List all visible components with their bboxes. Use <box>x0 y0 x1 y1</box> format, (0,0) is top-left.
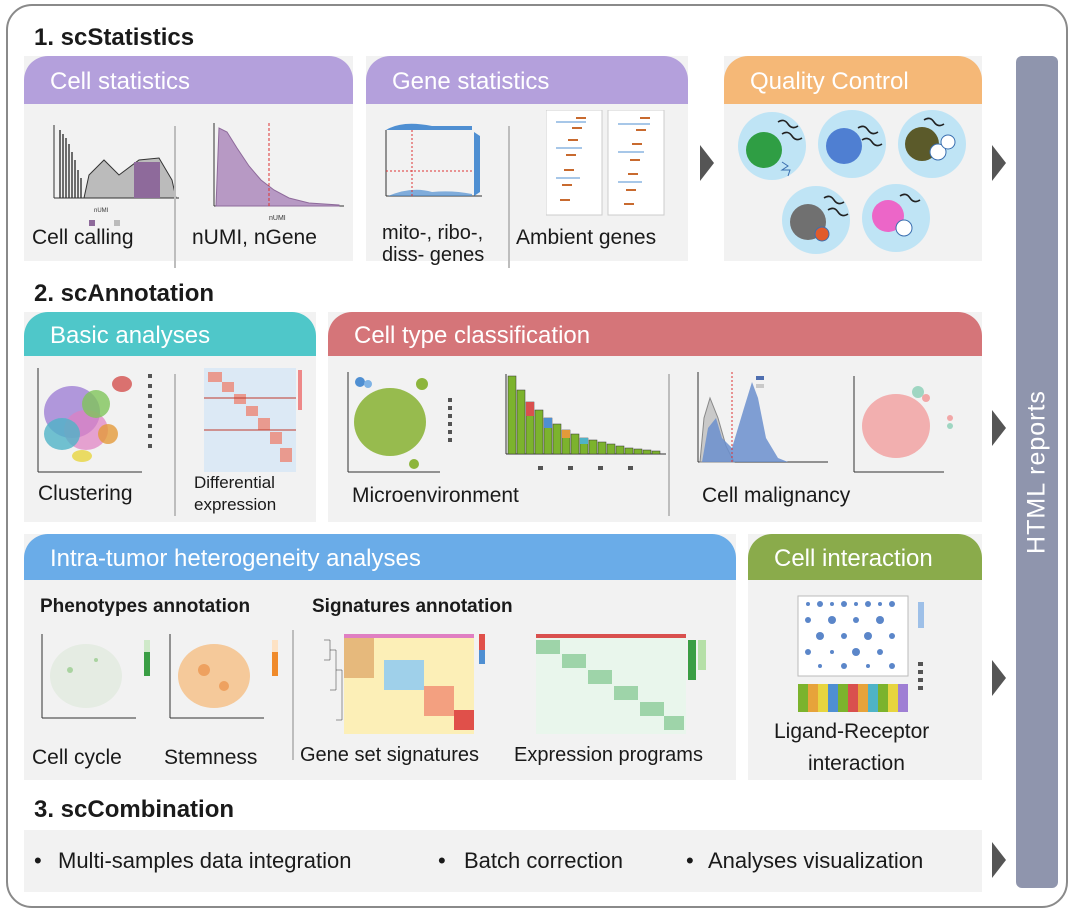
panel-basic-analyses: Basic analyses Clustering Differential e… <box>24 312 316 522</box>
sidebar-label: HTML reports <box>1022 390 1051 554</box>
subhead-signatures: Signatures annotation <box>312 596 513 617</box>
item-multi-samples-integration: Multi-samples data integration <box>58 848 352 873</box>
label-cell-cycle: Cell cycle <box>32 746 122 769</box>
label-interaction: interaction <box>808 752 905 775</box>
panel-gene-statistics: Gene statistics mito-, ribo-, diss- gene… <box>366 56 688 268</box>
ligand-receptor-dotplot <box>797 595 924 712</box>
arrow-icon <box>992 842 1006 878</box>
expression-programs-heatmap <box>536 634 706 734</box>
divider <box>292 630 294 760</box>
divider <box>508 126 510 268</box>
panel-title-basic-analyses: Basic analyses <box>24 312 316 356</box>
panel-title-quality-control: Quality Control <box>724 56 982 104</box>
label-diss-genes: diss- genes <box>382 244 485 266</box>
arrow-icon <box>992 660 1006 696</box>
arrow-icon <box>700 145 714 181</box>
html-reports-sidebar: HTML reports <box>1016 56 1058 888</box>
quality-control-cells-illustration <box>738 110 966 254</box>
panel-title-cell-interaction: Cell interaction <box>748 534 982 580</box>
gene-set-signatures-heatmap <box>324 634 485 734</box>
panel-title-intra-tumor-heterogeneity: Intra-tumor heterogeneity analyses <box>24 534 736 580</box>
panel-cell-interaction: Cell interaction Ligand-Receptor interac… <box>748 534 982 780</box>
malignancy-tsne-plot <box>853 376 953 473</box>
divider <box>174 374 176 516</box>
label-cell-calling: Cell calling <box>32 226 134 249</box>
divider <box>174 126 176 268</box>
panel-quality-control: Quality Control <box>724 56 982 261</box>
label-clustering: Clustering <box>38 482 133 505</box>
differential-expression-heatmap <box>204 368 302 472</box>
svg-text:nUMI: nUMI <box>94 208 109 214</box>
label-cell-malignancy: Cell malignancy <box>702 484 851 507</box>
label-ligand-receptor: Ligand-Receptor <box>774 720 930 743</box>
item-batch-correction: Batch correction <box>464 848 623 873</box>
label-differential: Differential <box>194 473 275 492</box>
bullet-item: • <box>686 848 694 873</box>
mito-scatter-plot <box>385 123 482 197</box>
panel-intra-tumor-heterogeneity: Intra-tumor heterogeneity analyses Pheno… <box>24 534 736 780</box>
outer-frame <box>6 4 1068 908</box>
svg-text:nUMI: nUMI <box>269 215 286 222</box>
divider <box>668 374 670 516</box>
section-title-sccombination: 3. scCombination <box>34 796 235 823</box>
cell-cycle-tsne-plot <box>41 634 150 719</box>
bullet-item: • <box>34 848 42 873</box>
label-ambient-genes: Ambient genes <box>516 226 657 249</box>
label-numi-ngene: nUMI, nGene <box>192 226 317 249</box>
arrow-icon <box>992 145 1006 181</box>
arrow-icon <box>992 410 1006 446</box>
microenvironment-bar-chart <box>505 374 666 470</box>
ambient-genes-plot <box>546 110 665 216</box>
panel-cell-type-classification: Cell type classification Micr <box>328 312 982 522</box>
label-gene-set-signatures: Gene set signatures <box>300 744 479 766</box>
label-mito-ribo: mito-, ribo-, <box>382 222 484 244</box>
numi-histogram: nUMI <box>213 123 344 222</box>
section-title-scstatistics: 1. scStatistics <box>34 24 195 51</box>
cell-calling-plot: nUMI <box>53 125 179 226</box>
label-expression-programs: Expression programs <box>514 744 703 766</box>
bullet-item: • <box>438 848 446 873</box>
panel-title-gene-statistics: Gene statistics <box>366 56 688 104</box>
item-analyses-visualization: Analyses visualization <box>708 848 924 873</box>
panel-sccombination: • Multi-samples data integration • Batch… <box>24 830 982 892</box>
clustering-tsne-plot <box>37 368 152 473</box>
subhead-phenotypes: Phenotypes annotation <box>40 596 251 617</box>
microenvironment-tsne-plot <box>347 372 452 473</box>
section-title-scannotation: 2. scAnnotation <box>34 280 215 307</box>
label-microenvironment: Microenvironment <box>352 484 519 507</box>
label-expression: expression <box>194 495 277 514</box>
panel-cell-statistics: Cell statistics nUMI nUMI Cell calling n… <box>24 56 353 268</box>
malignancy-score-histogram <box>697 372 828 463</box>
stemness-tsne-plot <box>169 634 278 719</box>
panel-title-cell-statistics: Cell statistics <box>24 56 353 104</box>
label-stemness: Stemness <box>164 746 258 769</box>
panel-title-cell-type-classification: Cell type classification <box>328 312 982 356</box>
